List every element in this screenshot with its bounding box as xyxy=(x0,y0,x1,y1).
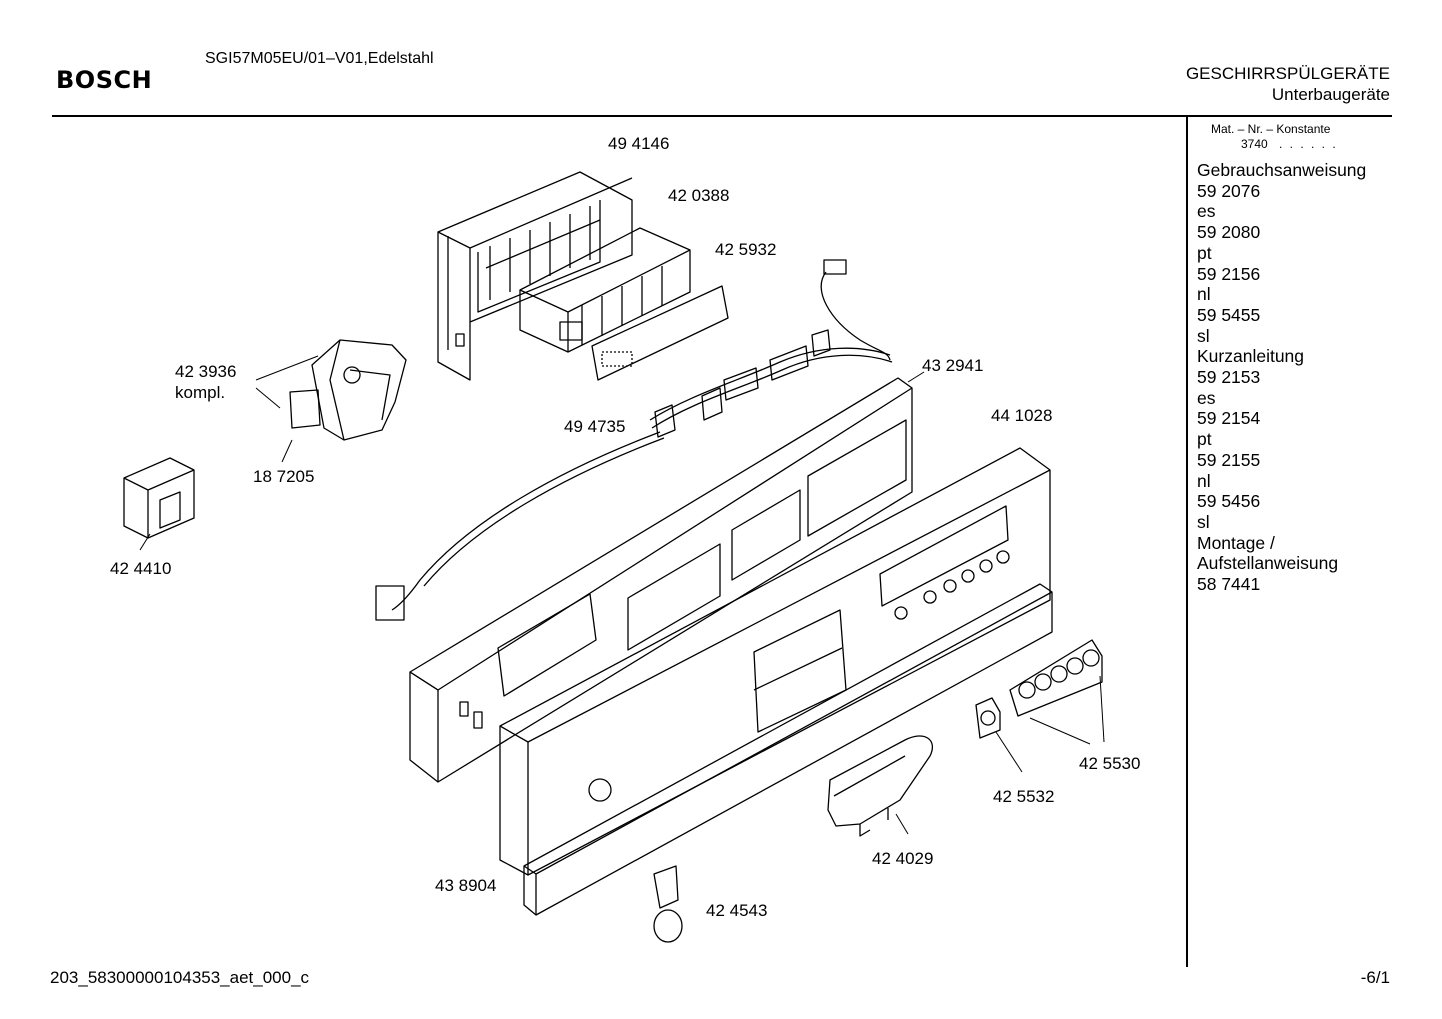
part-label-187205: 18 7205 xyxy=(253,467,315,486)
part-label-kompl: kompl. xyxy=(175,383,226,402)
doc-entry: 59 2080 xyxy=(1197,222,1261,243)
document-list: Gebrauchsanweisung 59 2076 es 59 2080 pt… xyxy=(1197,160,1366,595)
part-label-424543: 42 4543 xyxy=(706,901,768,920)
doc-entry: 59 5456 xyxy=(1197,491,1261,512)
doc-entry: es xyxy=(1197,201,1216,222)
doc-entry: 59 2076 xyxy=(1197,180,1261,201)
leader-lines xyxy=(139,355,1105,835)
mat-nr-label: Mat. – Nr. – Konstante xyxy=(1211,122,1331,136)
part-label-494735: 49 4735 xyxy=(564,417,626,436)
doc-entry: Kurzanleitung xyxy=(1197,346,1305,367)
drawing-id: 203_58300000104353_aet_000_c xyxy=(50,968,310,987)
part-label-438904: 43 8904 xyxy=(435,876,497,895)
category-title: GESCHIRRSPÜLGERÄTE xyxy=(1185,64,1390,83)
part-label-432941: 43 2941 xyxy=(922,356,984,375)
part-control-housing xyxy=(437,171,633,381)
sidebar-divider xyxy=(1186,117,1188,967)
part-panel-strip xyxy=(523,583,1053,916)
page-number: -6/1 xyxy=(1360,968,1390,987)
part-display-film xyxy=(591,285,729,381)
part-push-buttons xyxy=(1009,639,1103,717)
doc-entry: 59 2153 xyxy=(1197,367,1261,388)
doc-entry: sl xyxy=(1197,325,1210,346)
doc-entry: 59 2154 xyxy=(1197,408,1261,429)
doc-entry: nl xyxy=(1197,470,1211,491)
part-control-panel-frame xyxy=(409,377,913,783)
part-wiring-harness xyxy=(375,259,893,621)
part-label-420388: 42 0388 xyxy=(668,186,730,205)
brand-logo: BOSCH xyxy=(56,66,153,94)
doc-entry: es xyxy=(1197,387,1216,408)
doc-entry: nl xyxy=(1197,284,1211,305)
part-valve-assembly xyxy=(289,339,407,441)
part-label-425530: 42 5530 xyxy=(1079,754,1141,773)
doc-entry: sl xyxy=(1197,511,1210,532)
part-connector xyxy=(123,457,195,539)
part-single-button xyxy=(975,697,1001,739)
doc-entry: Aufstellanweisung xyxy=(1197,553,1339,574)
part-key-block xyxy=(519,227,691,353)
doc-entry: pt xyxy=(1197,242,1212,263)
part-knob xyxy=(653,865,683,943)
part-label-423936: 42 3936 xyxy=(175,362,237,381)
part-label-441028: 44 1028 xyxy=(991,406,1053,425)
doc-entry: Montage / xyxy=(1197,532,1275,553)
part-label-494146: 49 4146 xyxy=(608,134,670,153)
part-label-424410: 42 4410 xyxy=(110,559,172,578)
part-door-handle xyxy=(827,735,933,837)
doc-entry: pt xyxy=(1197,429,1212,450)
doc-entry: 59 2155 xyxy=(1197,449,1261,470)
model-number: SGI57M05EU/01–V01,Edelstahl xyxy=(205,50,434,67)
part-label-425532: 42 5532 xyxy=(993,787,1055,806)
doc-entry: Gebrauchsanweisung xyxy=(1197,160,1367,180)
mat-nr-value: 3740 xyxy=(1241,137,1268,151)
part-label-425932: 42 5932 xyxy=(715,240,777,259)
doc-entry: 58 7441 xyxy=(1197,574,1261,595)
doc-entry: 59 2156 xyxy=(1197,263,1261,284)
mat-nr-dots: . . . . . . xyxy=(1279,137,1338,151)
part-front-fascia xyxy=(499,447,1051,876)
doc-entry: 59 5455 xyxy=(1197,304,1261,325)
exploded-view-drawing xyxy=(123,171,1105,943)
part-label-424029: 42 4029 xyxy=(872,849,934,868)
header-divider xyxy=(52,115,1392,117)
subcategory-title: Unterbaugeräte xyxy=(1271,85,1390,104)
